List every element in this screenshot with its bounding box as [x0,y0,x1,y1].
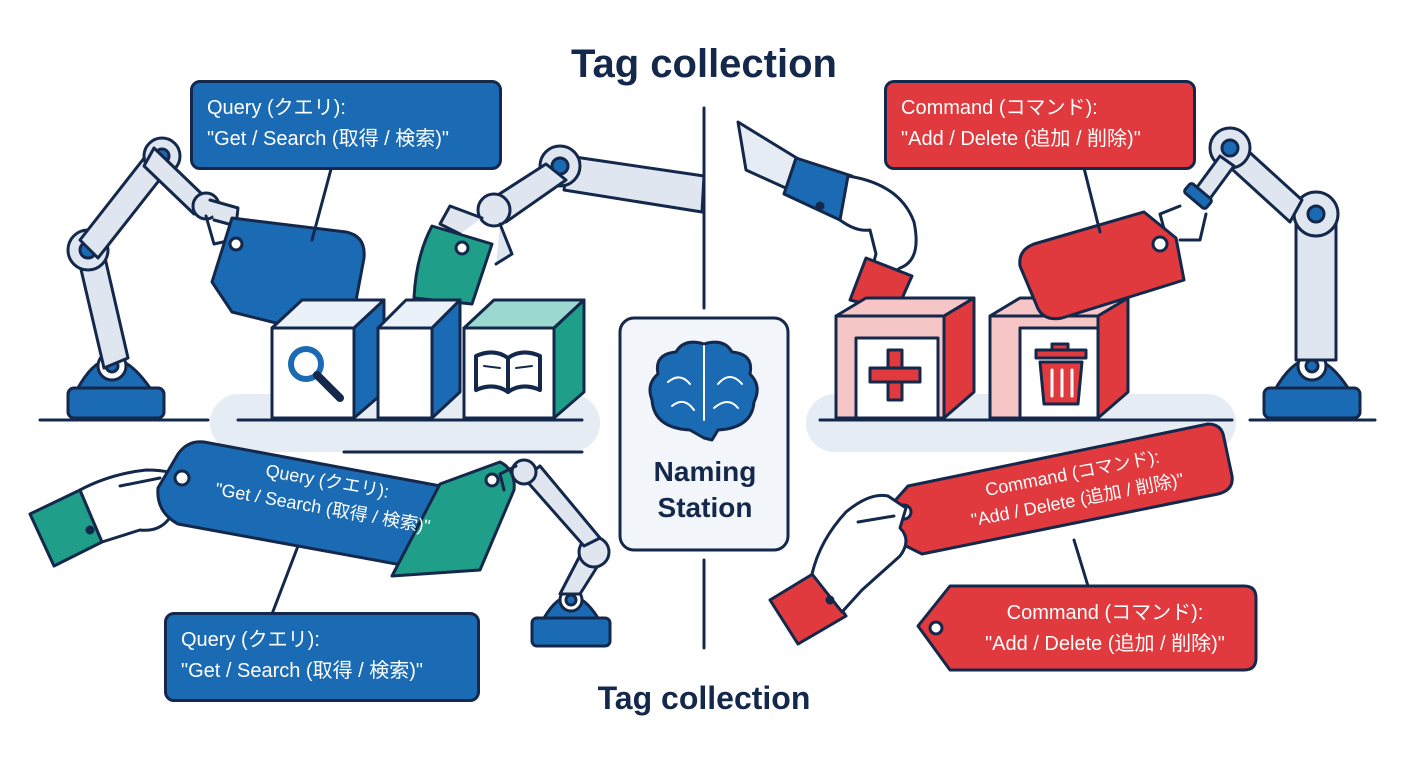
query-label-top: Query (クエリ): "Get / Search (取得 / 検索)" [190,80,502,170]
robot-arm-left [66,136,240,420]
robot-arm-small [498,458,612,648]
command-tag-carried [1018,210,1186,321]
query-label-value: "Get / Search (取得 / 検索)" [207,128,450,150]
station-line-2: Station [657,492,753,523]
book-icon [474,350,542,394]
connector-command-bottom [1072,538,1090,588]
naming-station-label: Naming Station [620,454,790,526]
hand-bottom-right [768,493,908,646]
command-label-title: Command (コマンド): [1006,602,1204,624]
connector-query-bottom [270,544,300,616]
command-label-value: "Add / Delete (追加 / 削除)" [901,128,1141,150]
command-label-top: Command (コマンド): "Add / Delete (追加 / 削除)" [884,80,1196,170]
hand-top-right [736,120,918,282]
trash-icon [1034,342,1088,406]
connector-command-top [1082,166,1102,234]
connector-query-top [310,156,336,242]
teal-tag-held [412,224,494,306]
brain-icon [648,340,759,442]
query-label-bottom: Query (クエリ): "Get / Search (取得 / 検索)" [164,612,480,702]
command-label-bottom: Command (コマンド): "Add / Delete (追加 / 削除)" [960,598,1250,660]
search-icon [288,346,344,402]
robot-arm-center-left [438,144,706,266]
box-blank [376,298,462,420]
box-plus [834,296,976,420]
query-label-title: Query (クエリ): [181,629,320,651]
query-label-title: Query (クエリ): [207,97,346,119]
title-bottom: Tag collection [597,680,811,716]
command-label-title: Command (コマンド): [901,97,1098,119]
command-tag-label-shape [916,584,1258,672]
robot-arm-right [1158,126,1362,420]
query-label-value: "Get / Search (取得 / 検索)" [181,660,424,682]
command-label-value: "Add / Delete (追加 / 削除)" [985,633,1225,655]
title-top: Tag collection [571,42,837,86]
plus-icon [868,348,922,402]
station-line-1: Naming [653,456,757,487]
